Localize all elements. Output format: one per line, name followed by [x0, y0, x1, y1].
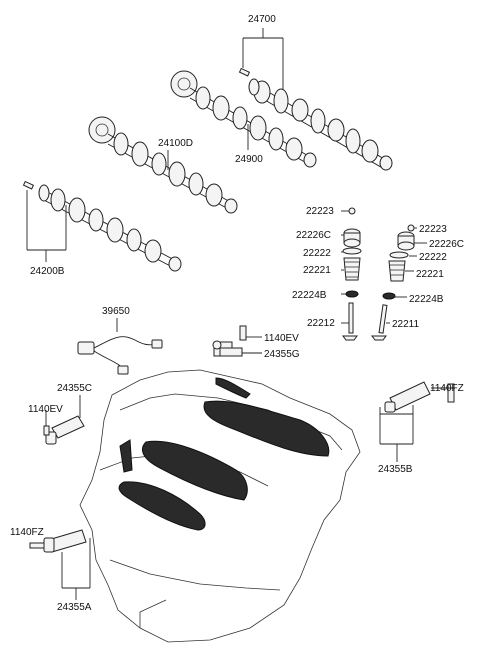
label-22226C-right: 22226C [429, 239, 464, 250]
installed-camshafts [118, 377, 330, 531]
label-22223-right: 22223 [419, 224, 447, 235]
dowel-pin [22, 180, 35, 190]
label-22222-right: 22222 [419, 252, 447, 263]
label-22221-left: 22221 [303, 265, 331, 276]
valve-train-left[interactable] [342, 207, 362, 341]
camshaft-24100D[interactable] [88, 116, 238, 214]
label-22212: 22212 [307, 318, 335, 329]
valve-train-right[interactable] [371, 224, 415, 341]
camshaft-24200B[interactable] [38, 184, 182, 272]
label-1140FZ-left: 1140FZ [10, 527, 44, 538]
label-24200B: 24200B [30, 266, 65, 277]
camshaft-24700[interactable] [248, 78, 393, 171]
label-24355G: 24355G [264, 349, 300, 360]
camshaft-leaders [26, 28, 284, 262]
label-22211: 22211 [392, 319, 420, 330]
label-1140EV-left: 1140EV [28, 404, 63, 415]
wiring-harness-39650[interactable] [77, 318, 163, 375]
label-22226C-left: 22226C [296, 230, 331, 241]
label-22224B-right: 22224B [409, 294, 444, 305]
label-1140FZ-right: 1140FZ [430, 383, 464, 394]
valve-leaders [341, 210, 427, 324]
label-22223-left: 22223 [306, 206, 334, 217]
label-22224B-left: 22224B [292, 290, 327, 301]
label-1140EV-top: 1140EV [264, 333, 299, 344]
solenoid-24355G[interactable] [212, 325, 262, 357]
label-22221-right: 22221 [416, 269, 444, 280]
solenoid-24355B[interactable] [379, 381, 455, 462]
label-24100D: 24100D [158, 138, 193, 149]
label-24355B: 24355B [378, 464, 413, 475]
solenoid-24355C[interactable] [43, 395, 85, 445]
label-22222-left: 22222 [303, 248, 331, 259]
label-24355C: 24355C [57, 383, 92, 394]
camshaft-24900[interactable] [170, 70, 317, 168]
label-24700: 24700 [248, 14, 276, 25]
label-39650: 39650 [102, 306, 130, 317]
solenoid-24355A[interactable] [29, 529, 91, 600]
label-24900: 24900 [235, 154, 263, 165]
label-24355A: 24355A [57, 602, 92, 613]
dowel-pin [238, 67, 251, 77]
